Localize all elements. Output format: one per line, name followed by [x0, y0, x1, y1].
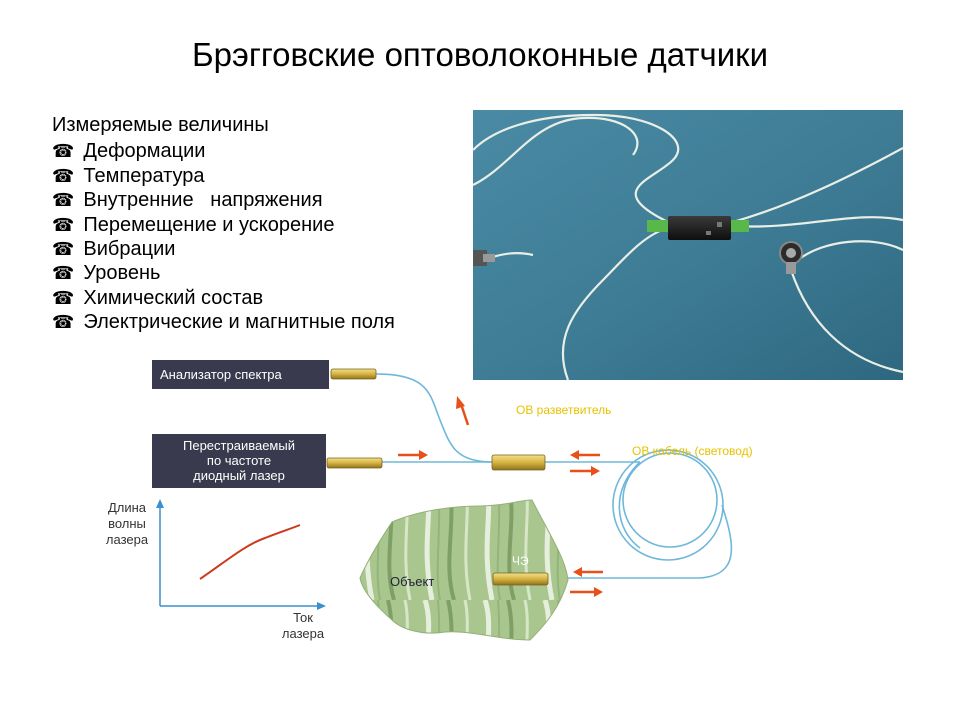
phone-icon: ☎	[52, 141, 75, 162]
list-item: ☎Перемещение и ускорение	[52, 213, 335, 236]
arrow-right-icon	[398, 450, 428, 460]
phone-icon: ☎	[52, 312, 75, 333]
phone-icon: ☎	[52, 287, 75, 308]
x-axis-label: Ток лазера	[281, 610, 325, 641]
phone-icon: ☎	[52, 214, 75, 235]
signal-arrows	[398, 396, 603, 597]
x-axis-arrow	[317, 602, 326, 610]
sensing-element-label: ЧЭ	[512, 554, 529, 568]
sensor-photo	[472, 110, 904, 381]
laser-characteristic-chart	[156, 499, 326, 610]
laser-connector	[326, 457, 383, 469]
arrow-up-icon	[456, 396, 470, 426]
tunable-laser-box: Перестраиваемый по частоте диодный лазер	[152, 434, 326, 488]
laser-label-line: диодный лазер	[193, 468, 285, 483]
measured-quantities-list: Измеряемые величины ☎Деформации ☎Темпера…	[52, 113, 395, 335]
sensor-photo-drawing	[472, 110, 904, 381]
list-item: ☎Температура	[52, 164, 205, 187]
arrow-right-icon	[570, 587, 603, 597]
list-item: ☎Вибрации	[52, 238, 176, 261]
splitter-body	[491, 454, 546, 471]
sensing-element	[492, 572, 549, 586]
list-item: ☎Внутренние напряжения	[52, 189, 323, 212]
phone-icon: ☎	[52, 263, 75, 284]
arrow-left-icon	[573, 567, 603, 577]
cable-label: ОВ кабель (световод)	[632, 444, 753, 458]
spectrum-analyzer-box: Анализатор спектра	[152, 360, 329, 389]
analyzer-connector	[330, 368, 377, 380]
phone-icon: ☎	[52, 190, 75, 211]
splitter-label: ОВ разветвитель	[516, 403, 612, 417]
characteristic-curve	[199, 524, 301, 580]
object-label: Объект	[390, 574, 435, 589]
slide-title: Брэгговские оптоволоконные датчики	[191, 36, 769, 73]
phone-icon: ☎	[52, 239, 75, 260]
y-axis-arrow	[156, 499, 164, 508]
list-item: ☎Деформации	[52, 140, 206, 163]
laser-label-line: Перестраиваемый	[183, 438, 295, 453]
arrow-right-icon	[570, 466, 600, 476]
arrow-left-icon	[570, 450, 600, 460]
list-item: ☎Химический состав	[52, 286, 264, 309]
object-shape	[359, 499, 569, 641]
laser-label-line: по частоте	[206, 453, 272, 468]
list-heading: Измеряемые величины	[52, 114, 269, 136]
fiber-lines	[375, 373, 733, 579]
list-item: ☎Уровень	[52, 262, 161, 285]
list-item: ☎Электрические и магнитные поля	[52, 311, 395, 334]
y-axis-label: Длина волны лазера	[105, 500, 149, 547]
phone-icon: ☎	[52, 165, 75, 186]
